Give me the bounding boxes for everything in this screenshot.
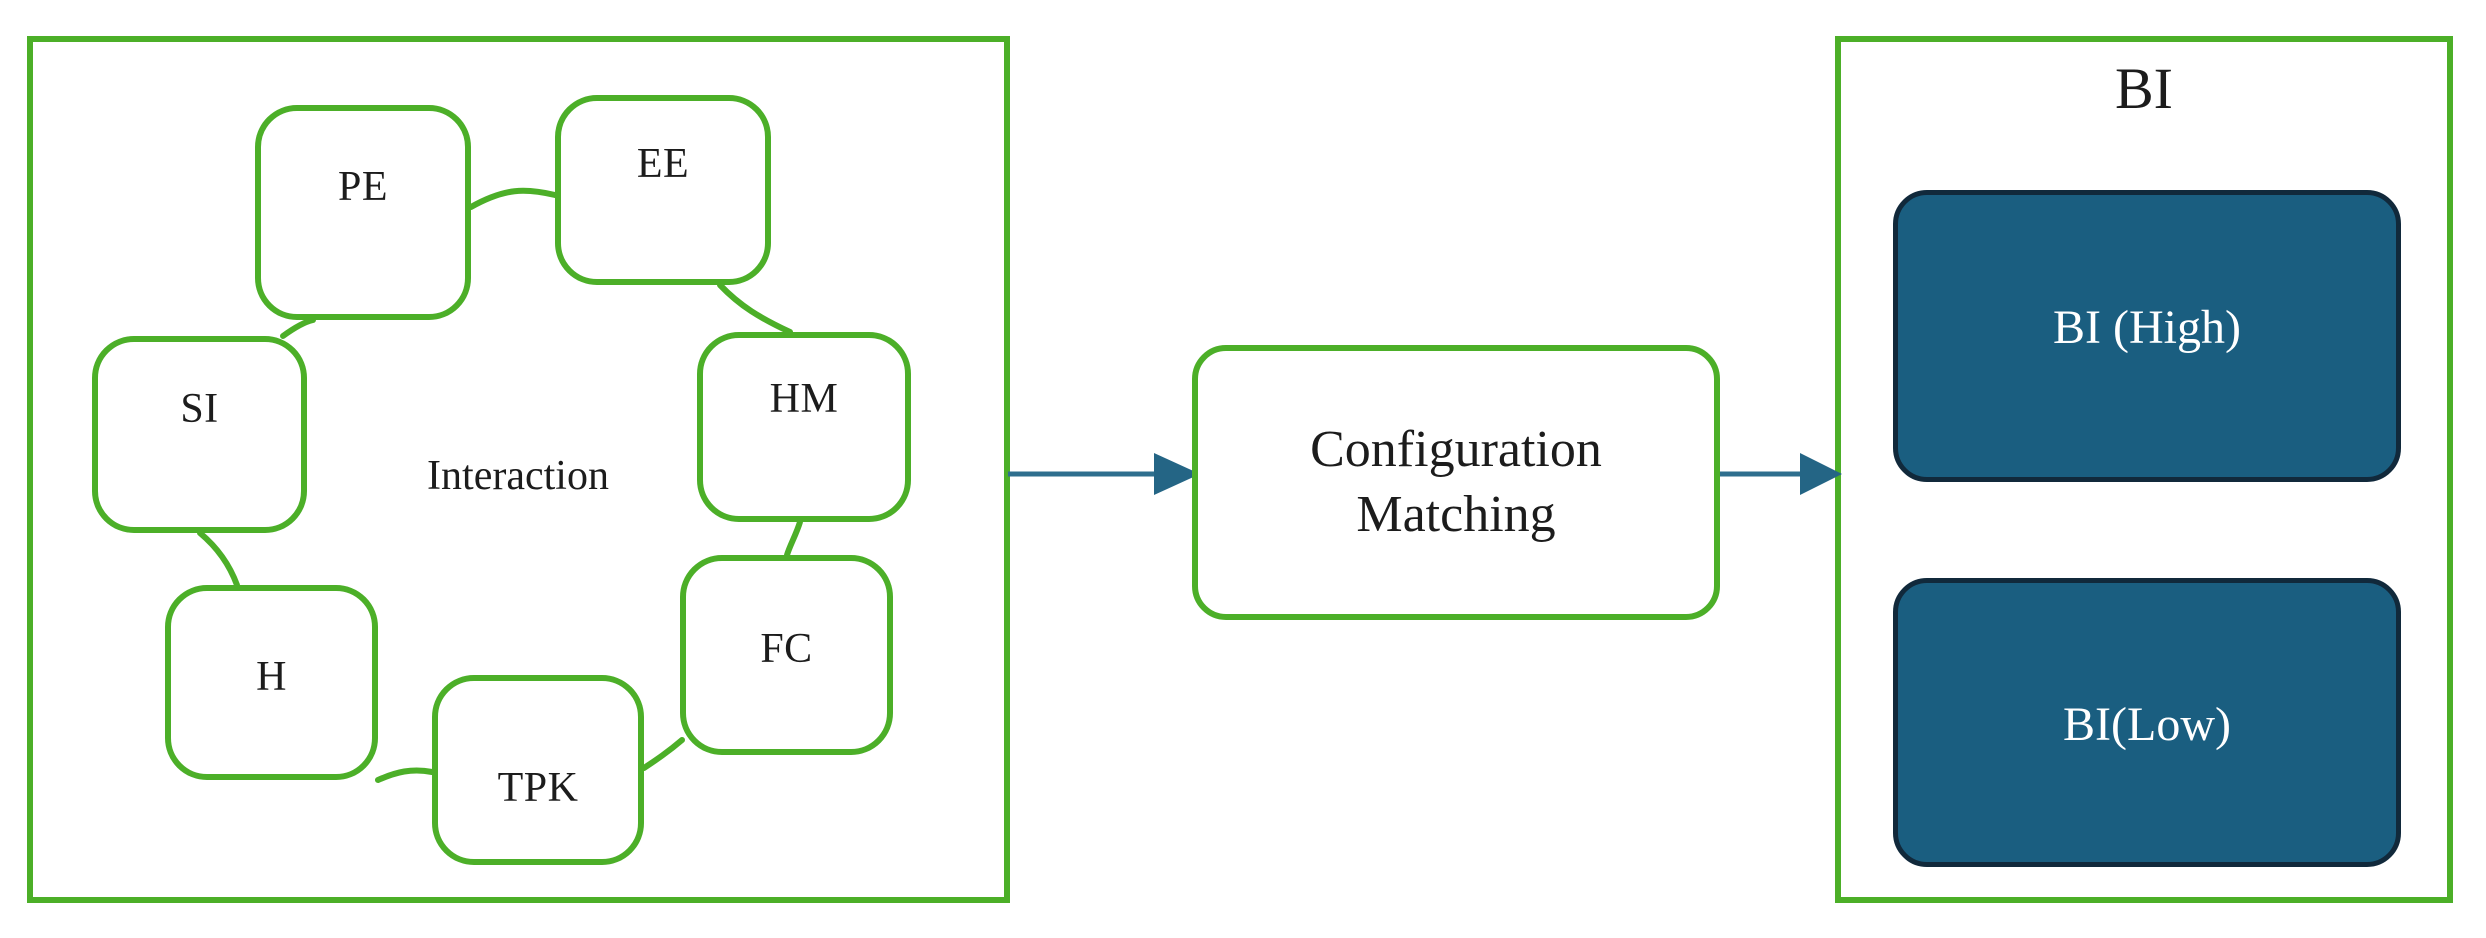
configuration-matching-box[interactable]: Configuration Matching bbox=[1192, 345, 1720, 620]
node-hm-label: HM bbox=[769, 376, 839, 422]
node-hm[interactable]: HM bbox=[697, 332, 911, 522]
bi-low-label: BI(Low) bbox=[2063, 697, 2231, 751]
interaction-caption: Interaction bbox=[427, 453, 609, 499]
node-tpk[interactable]: TPK bbox=[432, 675, 644, 865]
bi-high-box[interactable]: BI (High) bbox=[1893, 190, 2401, 482]
arrow-config-to-bi-icon bbox=[1718, 453, 1842, 495]
node-h[interactable]: H bbox=[165, 585, 378, 780]
node-fc-label: FC bbox=[760, 626, 813, 672]
node-fc[interactable]: FC bbox=[680, 555, 893, 755]
node-tpk-label: TPK bbox=[497, 765, 579, 811]
node-h-label: H bbox=[256, 653, 287, 700]
node-ee-label: EE bbox=[636, 141, 690, 187]
node-ee[interactable]: EE bbox=[555, 95, 771, 285]
configuration-matching-line2: Matching bbox=[1356, 485, 1556, 543]
bi-panel-title: BI bbox=[2115, 56, 2173, 121]
node-pe-label: PE bbox=[337, 163, 388, 210]
configuration-matching-line1: Configuration bbox=[1310, 421, 1602, 479]
node-si[interactable]: SI bbox=[92, 336, 307, 533]
bi-high-label: BI (High) bbox=[2053, 301, 2241, 354]
node-si-label: SI bbox=[180, 385, 219, 432]
arrow-interaction-to-config-icon bbox=[1008, 453, 1200, 495]
node-pe[interactable]: PE bbox=[255, 105, 471, 320]
bi-low-box[interactable]: BI(Low) bbox=[1893, 578, 2401, 867]
